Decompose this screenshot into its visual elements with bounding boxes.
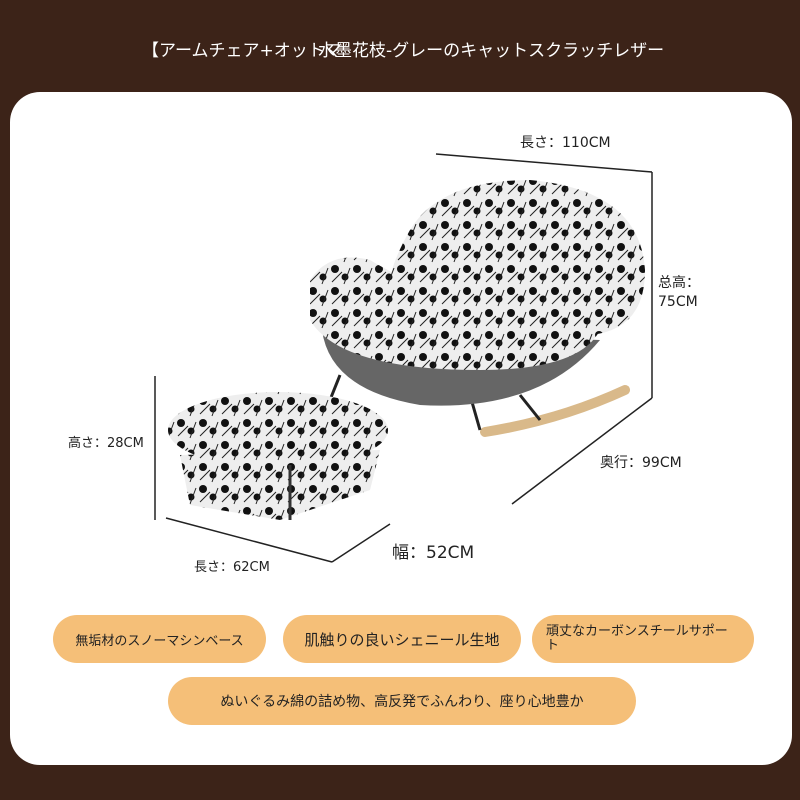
- ottoman-width-label: 幅：52CM: [392, 543, 475, 563]
- chair-height-label: 总高：: [658, 275, 700, 291]
- ottoman: [168, 392, 388, 520]
- feature-pill: 肌触りの良いシェニール生地: [283, 615, 521, 663]
- feature-pill: ぬいぐるみ綿の詰め物、高反発でふんわり、座り心地豊か: [168, 677, 636, 725]
- title-part-a: 【アームチェア+オットマ: [142, 41, 342, 61]
- feature-pill: 無垢材のスノーマシンベース: [53, 615, 266, 663]
- armchair: [310, 180, 645, 437]
- ottoman-length-label: 長さ：62CM: [194, 560, 270, 575]
- page-title: 【アームチェア+オットマ 水墨花枝-グレーのキャットスクラッチレザー: [142, 36, 664, 61]
- dimension-lines: [154, 153, 653, 563]
- feature-pill: 頑丈なカーボンスチールサポート: [532, 615, 754, 663]
- chair-height-value: 75CM: [658, 294, 698, 310]
- ottoman-height-label: 高さ：28CM: [68, 436, 144, 451]
- title-part-b: 水墨花枝-グレーのキャットスクラッチレザー: [318, 41, 665, 61]
- chair-length-label: 長さ：110CM: [520, 135, 611, 151]
- chair-depth-label: 奥行：99CM: [600, 455, 682, 471]
